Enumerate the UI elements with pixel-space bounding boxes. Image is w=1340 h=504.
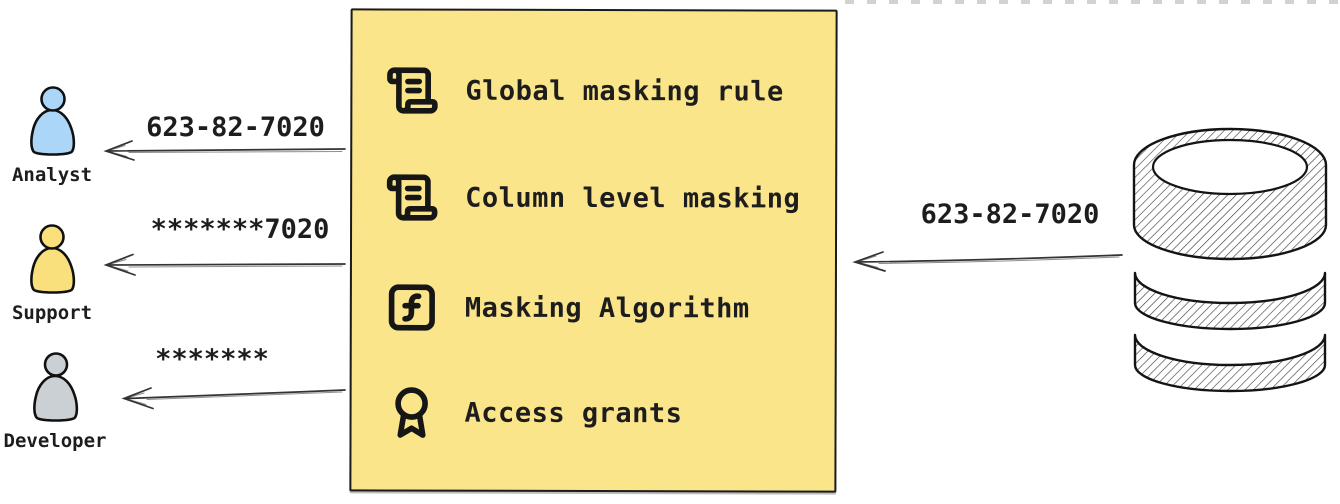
user-label: Analyst (11, 164, 93, 186)
arrow-database-to-box (852, 251, 1123, 272)
award-icon (395, 387, 428, 438)
masking-item-column-level: Column level masking (385, 169, 800, 226)
function-icon (388, 284, 435, 331)
user-label: Developer (3, 430, 107, 452)
masking-item-label: Column level masking (465, 182, 801, 215)
arrow-to-analyst (103, 140, 346, 161)
scroll-text-icon (386, 174, 438, 221)
masking-item-label: Masking Algorithm (464, 292, 750, 324)
masking-item-algorithm: Masking Algorithm (385, 279, 750, 336)
masking-item-label: Global masking rule (465, 75, 784, 107)
user-analyst: Analyst (0, 86, 112, 186)
scroll-text-icon (387, 67, 438, 114)
masking-item-global-rule: Global masking rule (385, 62, 784, 119)
person-icon (30, 86, 76, 156)
database-icon (1132, 127, 1328, 393)
masking-item-label: Access grants (464, 397, 683, 429)
person-icon (30, 224, 76, 294)
arrow-to-developer (121, 387, 346, 410)
flow-value-developer: ******* (155, 344, 269, 375)
person-icon (33, 352, 79, 422)
flow-value-analyst: 623-82-7020 (146, 112, 325, 143)
user-support: Support (0, 224, 112, 324)
user-developer: Developer (0, 352, 115, 452)
flow-value-support: *******7020 (150, 214, 330, 245)
flow-value-database: 623-82-7020 (920, 199, 1100, 230)
masking-item-access-grants: Access grants (385, 384, 683, 441)
user-label: Support (11, 302, 93, 324)
sketch-dashes-top (845, 0, 1340, 4)
masking-rules-box: Global masking rule Column level masking… (349, 8, 838, 493)
arrow-to-support (103, 253, 346, 276)
